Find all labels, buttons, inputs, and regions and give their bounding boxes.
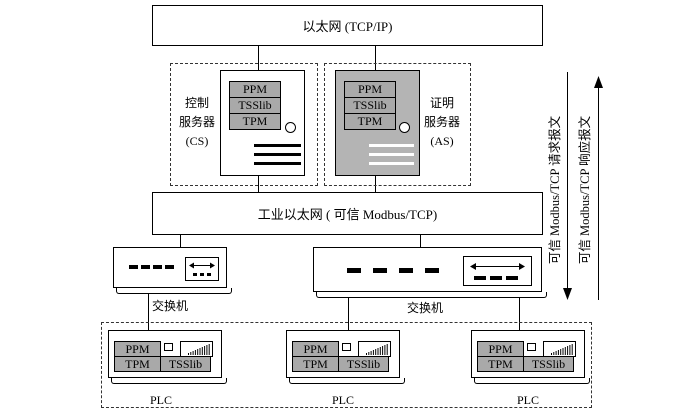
switch-2 — [313, 247, 542, 292]
plc-ppm-module: PPM — [292, 341, 339, 357]
attestation-server-name-line: 服务器 — [423, 115, 460, 129]
drive-bay-line-icon — [254, 144, 301, 147]
bidirectional-arrow-icon — [189, 262, 215, 276]
plc-tsslib-module: TSSlib — [338, 356, 389, 372]
control-server-module-stack: PPM TSSlib TPM — [229, 81, 281, 130]
network-port-icon — [373, 268, 387, 273]
drive-bay-line-icon — [369, 153, 414, 156]
control-server-name-line: 控制 — [184, 96, 209, 110]
plc-3-base — [474, 378, 590, 384]
meter-frame — [180, 341, 213, 357]
attestation-server-name-line: (AS) — [430, 134, 454, 148]
bar-meter-icon — [358, 341, 391, 357]
indicator-square — [207, 273, 211, 276]
indicator-bar — [474, 276, 486, 280]
arrow-head-right — [519, 263, 525, 270]
plc-1: PPM TPM TSSlib — [108, 330, 222, 378]
switch-control-panel — [463, 256, 532, 286]
switch-1 — [113, 247, 227, 288]
switch-2-base — [316, 292, 547, 298]
plc-3-label: PLC — [516, 393, 539, 407]
attestation-server-name-line: 证明 — [429, 96, 454, 110]
plc-2-label: PLC — [331, 393, 354, 407]
network-port-icon — [153, 265, 162, 269]
plc-tpm-module: TPM — [477, 356, 524, 372]
ppm-module: PPM — [344, 81, 396, 98]
plc-ppm-module: PPM — [477, 341, 524, 357]
plc-ppm-module: PPM — [114, 341, 161, 357]
plc-1-label: PLC — [149, 393, 172, 407]
bar-meter-icon — [543, 341, 576, 357]
arrow-head-right — [210, 262, 215, 269]
drive-bay-line-icon — [369, 162, 414, 165]
network-port-icon — [141, 265, 150, 269]
drive-bay-line-icon — [369, 144, 414, 147]
bidirectional-arrow-icon — [470, 263, 525, 280]
request-flow-label: 可信 Modbus/TCP 请求报文 — [548, 115, 562, 265]
tpm-module: TPM — [344, 113, 396, 130]
meter-frame — [543, 341, 576, 357]
ppm-module: PPM — [229, 81, 281, 98]
industrial-ethernet-label: 工业以太网 ( 可信 Modbus/TCP) — [257, 207, 438, 222]
attestation-server-name: 证明 服务器 (AS) — [420, 94, 464, 151]
network-port-icon — [347, 268, 361, 273]
power-led-icon — [399, 122, 410, 133]
power-led-icon — [285, 122, 296, 133]
drive-bay-line-icon — [254, 162, 301, 165]
indicator-square — [200, 273, 204, 276]
drive-bay-line-icon — [254, 153, 301, 156]
plc-tsslib-module: TSSlib — [523, 356, 574, 372]
arrow-head-left — [189, 262, 194, 269]
industrial-ethernet-box: 工业以太网 ( 可信 Modbus/TCP) — [152, 192, 543, 235]
response-flow-arrow-head — [594, 76, 603, 88]
ethernet-network-box: 以太网 (TCP/IP) — [152, 5, 543, 46]
plc-tpm-module: TPM — [114, 356, 161, 372]
request-flow-arrow-head — [563, 288, 572, 300]
plc-1-base — [111, 378, 227, 384]
plc-3: PPM TPM TSSlib — [471, 330, 585, 378]
response-flow-label: 可信 Modbus/TCP 响应报文 — [578, 115, 592, 265]
arrow-head-left — [470, 263, 476, 270]
indicator-square — [193, 273, 197, 276]
tsslib-module: TSSlib — [344, 97, 396, 114]
plc-tsslib-module: TSSlib — [160, 356, 211, 372]
status-led-icon — [527, 343, 536, 351]
network-port-icon — [399, 268, 413, 273]
control-server-name-line: 服务器 — [178, 115, 215, 129]
indicator-bar — [506, 276, 518, 280]
plc-2-base — [289, 378, 405, 384]
switch-1-label: 交换机 — [151, 299, 188, 313]
indicator-bar — [490, 276, 502, 280]
plc-2: PPM TPM TSSlib — [286, 330, 400, 378]
tsslib-module: TSSlib — [229, 97, 281, 114]
meter-frame — [358, 341, 391, 357]
network-port-icon — [129, 265, 138, 269]
bar-meter-icon — [180, 341, 213, 357]
control-server-name: 控制 服务器 (CS) — [175, 94, 219, 151]
ethernet-network-label: 以太网 (TCP/IP) — [302, 19, 393, 34]
switch-control-panel — [185, 257, 219, 281]
switch-1-base — [116, 288, 232, 294]
control-server-group — [170, 63, 318, 186]
switch-2-label: 交换机 — [406, 301, 443, 315]
attestation-server: PPM TSSlib TPM — [335, 70, 420, 176]
status-led-icon — [342, 343, 351, 351]
attestation-server-module-stack: PPM TSSlib TPM — [344, 81, 396, 130]
plc-tpm-module: TPM — [292, 356, 339, 372]
tpm-module: TPM — [229, 113, 281, 130]
control-server: PPM TSSlib TPM — [220, 70, 305, 176]
attestation-server-group — [324, 63, 471, 186]
network-port-icon — [165, 265, 174, 269]
control-server-name-line: (CS) — [185, 134, 209, 148]
network-port-icon — [425, 268, 439, 273]
plc-group — [101, 322, 592, 408]
status-led-icon — [164, 343, 173, 351]
